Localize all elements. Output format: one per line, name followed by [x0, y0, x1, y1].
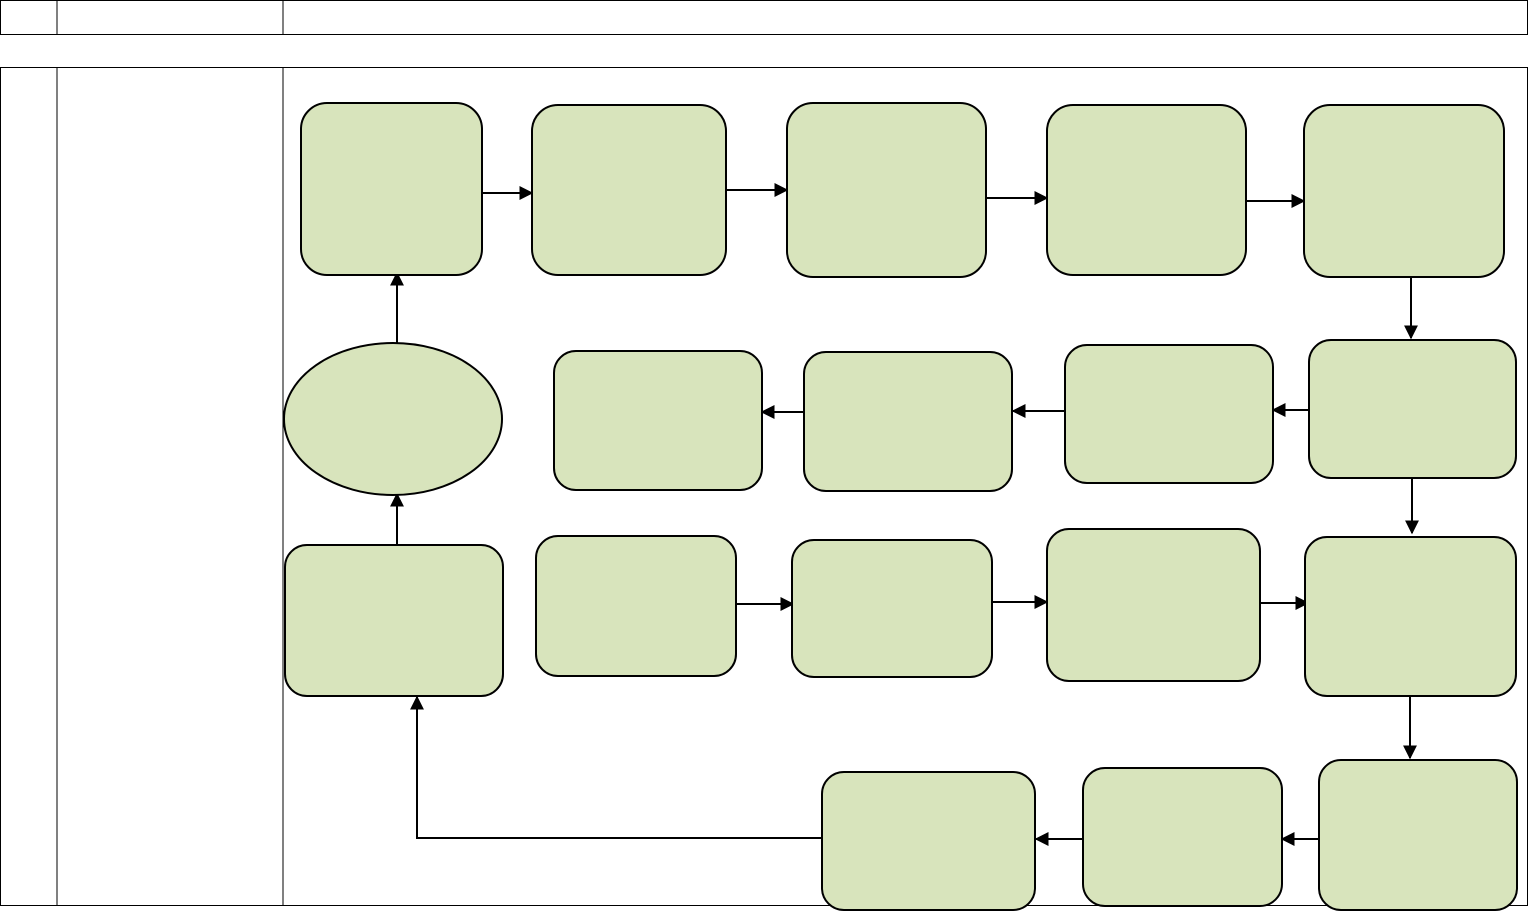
flow-edges [390, 183, 1419, 846]
process-box-5 [1303, 104, 1505, 278]
process-box-17 [1082, 767, 1283, 907]
start-end-ellipse [283, 342, 503, 496]
process-box-6 [1308, 339, 1517, 479]
process-box-14 [1046, 528, 1261, 682]
process-box-13 [791, 539, 993, 678]
process-box-4 [1046, 104, 1247, 276]
flow-nodes [283, 102, 1518, 911]
process-box-7 [1064, 344, 1274, 484]
process-box-16 [1318, 759, 1518, 911]
process-box-15 [1304, 536, 1517, 697]
process-box-9 [553, 350, 763, 491]
process-box-12 [535, 535, 737, 677]
process-box-8 [803, 351, 1013, 492]
process-box-18 [821, 771, 1036, 911]
header-table-border [0, 0, 1528, 35]
process-box-3 [786, 102, 987, 278]
process-box-1 [300, 102, 483, 276]
flow-arrow [410, 695, 822, 839]
main-table-border [0, 67, 1528, 906]
process-box-2 [531, 104, 727, 276]
process-box-11 [284, 544, 504, 697]
header-table [0, 0, 1528, 35]
main-table [0, 67, 1528, 906]
